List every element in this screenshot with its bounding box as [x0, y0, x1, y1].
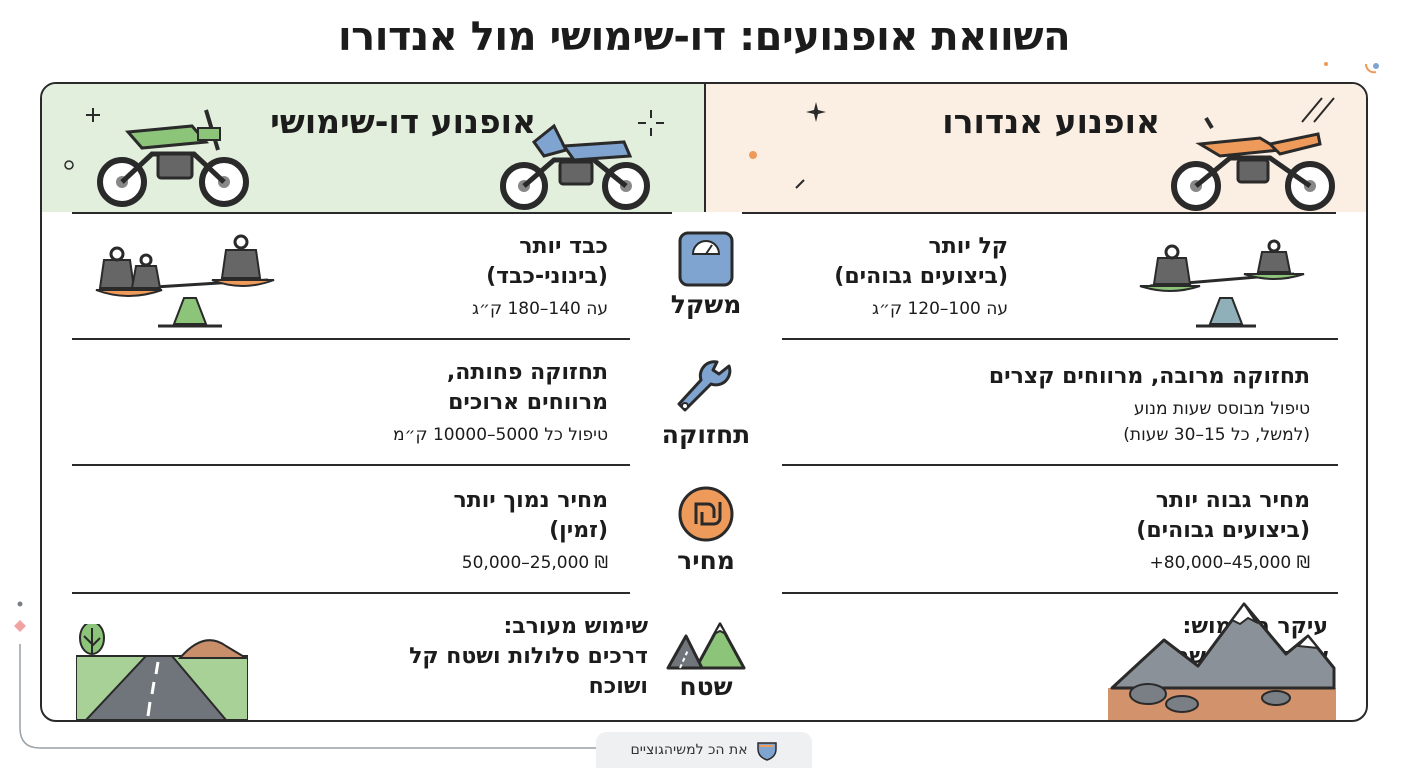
dual-maintenance-main: תחזוקה פחותה, מרווחים ארוכים	[446, 360, 608, 415]
shekel-icon	[678, 486, 734, 542]
dual-maintenance-cell: תחזוקה פחותה, מרווחים ארוכים טיפול כל 50…	[208, 358, 608, 448]
comparison-table: אופנוע אנדורו אופנוע דו-שימושי	[40, 82, 1368, 722]
category-terrain-label: שטח	[679, 672, 733, 701]
dot-icon	[749, 151, 757, 159]
enduro-maintenance-main: תחזוקה מרובה, מרווחים קצרים	[988, 364, 1310, 389]
sparkle-outline-icon	[638, 110, 664, 136]
speed-lines-icon	[1301, 97, 1335, 123]
header-line-right	[742, 212, 1336, 214]
category-maintenance-label: תחזוקה	[661, 420, 751, 449]
page-title: השוואת אופנועים: דו-שימושי מול אנדורו	[337, 14, 1071, 60]
header-divider	[704, 84, 706, 212]
logo-icon	[756, 742, 777, 761]
enduro-maintenance-cell: תחזוקה מרובה, מרווחים קצרים טיפול מבוסס …	[770, 362, 1310, 448]
dual-motorcycle-green-icon	[97, 109, 249, 207]
dual-header-title: אופנוע דו-שימושי	[270, 102, 536, 141]
dual-price-main: מחיר נמוך יותר (זמין)	[453, 488, 608, 543]
row-divider-enduro-1	[782, 338, 1338, 340]
dual-price-sub: ₪ 25,000–50,000	[461, 553, 608, 573]
category-weight-label: משקל	[670, 290, 742, 319]
category-weight: משקל	[646, 230, 766, 319]
scale-balance-heavy-icon	[95, 234, 275, 328]
enduro-maintenance-sub: טיפול מבוסס שעות מנוע (למשל, כל 15–30 שע…	[1123, 399, 1310, 445]
road-landscape-icon	[76, 624, 248, 720]
dot-icon	[64, 160, 74, 170]
side-bracket-icon	[14, 601, 596, 749]
enduro-weight-cell: קל יותר (ביצועים גבוהים) עה 100–120 ק״ג	[748, 232, 1008, 322]
dash-icon	[795, 179, 805, 189]
terrain-icon	[666, 622, 746, 670]
enduro-price-main: מחיר גבוה יותר (ביצועים גבוהים)	[1136, 488, 1310, 543]
header-line-left	[72, 212, 672, 214]
dual-terrain-cell: שימוש מעורב: דרכים סלולות ושטח קל ושוכח	[268, 612, 648, 702]
mountains-rocks-icon	[1108, 602, 1336, 720]
scale-icon	[678, 231, 734, 287]
enduro-header-title: אופנוע אנדורו	[942, 102, 1160, 141]
sparkle-icon	[806, 102, 826, 122]
enduro-price-cell: מחיר גבוה יותר (ביצועים גבוהים) ₪ 45,000…	[870, 486, 1310, 576]
enduro-weight-sub: עה 100–120 ק״ג	[872, 299, 1008, 319]
wrench-icon	[677, 360, 732, 412]
row-divider-dual-3	[72, 592, 630, 594]
row-divider-dual-1	[72, 338, 630, 340]
scale-balance-light-icon	[1139, 239, 1305, 328]
row-divider-dual-2	[72, 464, 630, 466]
category-price-label: מחיר	[677, 546, 735, 575]
dual-weight-cell: כבד יותר (בינוני-כבד) עה 140–180 ק״ג	[348, 232, 608, 322]
category-price: מחיר	[646, 484, 766, 575]
dual-header: אופנוע דו-שימושי	[42, 84, 706, 212]
dual-terrain-main: שימוש מעורב: דרכים סלולות ושטח קל ושוכח	[409, 614, 648, 699]
enduro-motorcycle-icon	[1171, 116, 1335, 211]
category-maintenance: תחזוקה	[646, 356, 766, 449]
corner-dots-icon	[1324, 62, 1379, 74]
dual-price-cell: מחיר נמוך יותר (זמין) ₪ 25,000–50,000	[208, 486, 608, 576]
footer-badge: את הכ למשיהגוציים	[596, 732, 812, 768]
row-divider-enduro-3	[782, 592, 1338, 594]
category-terrain: שטח	[646, 618, 766, 701]
enduro-header: אופנוע אנדורו	[706, 84, 1366, 212]
dual-motorcycle-blue-icon	[500, 123, 650, 210]
enduro-weight-main: קל יותר (ביצועים גבוהים)	[834, 234, 1008, 289]
dual-weight-sub: עה 140–180 ק״ג	[472, 299, 608, 319]
dual-weight-main: כבד יותר (בינוני-כבד)	[486, 234, 608, 289]
dual-maintenance-sub: טיפול כל 5000–10000 ק״מ	[392, 425, 608, 445]
plus-icon	[86, 108, 100, 122]
enduro-price-sub: ₪ 45,000–80,000+	[1149, 553, 1310, 573]
row-divider-enduro-2	[782, 464, 1338, 466]
footer-text: את הכ למשיהגוציים	[630, 742, 748, 758]
